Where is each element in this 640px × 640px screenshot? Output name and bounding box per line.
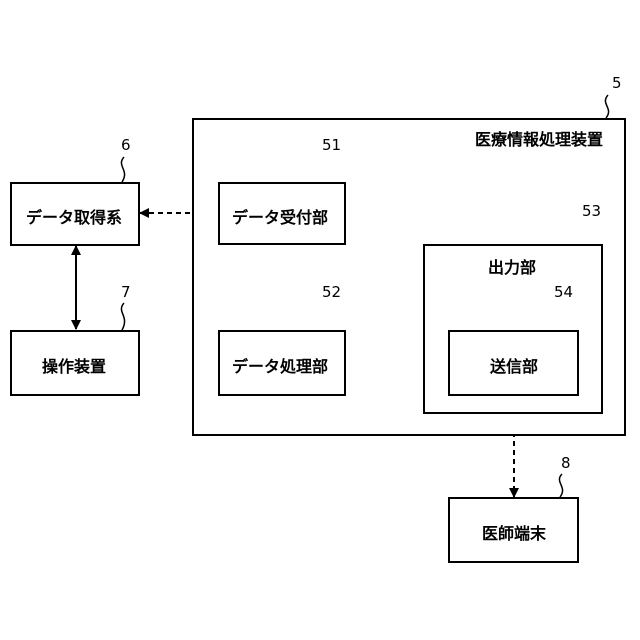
- terminal-label: 医師端末: [482, 520, 546, 544]
- operation-label: 操作装置: [42, 353, 106, 377]
- output-label: 出力部: [488, 254, 536, 278]
- device-ref-number: 5: [612, 74, 622, 92]
- leader-7: [121, 303, 124, 330]
- terminal-ref-number: 8: [561, 454, 571, 472]
- acquisition-ref-number: 6: [121, 136, 131, 154]
- processor-label: データ処理部: [232, 353, 328, 377]
- leader-8: [559, 474, 562, 497]
- leader-5: [605, 95, 608, 118]
- operation-ref-number: 7: [121, 283, 131, 301]
- receiver-label: データ受付部: [232, 204, 328, 228]
- sender-ref-number: 54: [554, 283, 573, 301]
- acquisition-label: データ取得系: [26, 204, 122, 228]
- receiver-ref-number: 51: [322, 136, 341, 154]
- leader-6: [121, 157, 124, 182]
- sender-label: 送信部: [490, 353, 538, 377]
- output-ref-number: 53: [582, 202, 601, 220]
- processor-ref-number: 52: [322, 283, 341, 301]
- device-title: 医療情報処理装置: [475, 126, 603, 150]
